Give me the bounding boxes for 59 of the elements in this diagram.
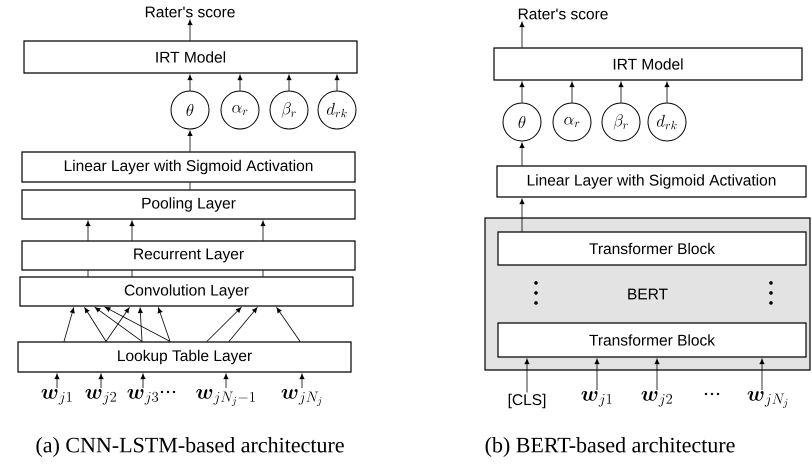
arrow	[94, 307, 142, 342]
layer-box: Linear Layer with Sigmoid Activation	[21, 151, 356, 183]
word-token: $\boldsymbol{w}_{j2}$	[641, 391, 672, 407]
output-label: Rater's score	[518, 8, 608, 20]
arrow	[188, 20, 192, 41]
arrow	[64, 308, 75, 342]
arrow	[760, 358, 764, 390]
arrow	[334, 74, 340, 91]
arrow	[140, 374, 146, 388]
subfigure-caption: (a) CNN-LSTM-based architecture	[36, 437, 344, 457]
arrow	[286, 74, 292, 91]
arrow	[206, 307, 242, 342]
layer-box: Pooling Layer	[21, 189, 356, 220]
arrow	[570, 82, 574, 103]
layer-box: Convolution Layer	[19, 276, 354, 307]
layer-box: Recurrent Layer	[21, 240, 356, 271]
arrow	[158, 308, 170, 342]
arrow	[54, 374, 60, 388]
arrow	[520, 198, 524, 232]
arrow	[260, 220, 266, 241]
word-token: $\boldsymbol{w}_{j1}$	[41, 389, 72, 405]
arrow	[104, 306, 170, 342]
arrow	[524, 358, 530, 393]
arrow	[618, 82, 624, 103]
arrow	[520, 142, 524, 166]
arrow	[188, 130, 192, 152]
arrow	[654, 358, 660, 390]
arrow	[664, 82, 670, 103]
word-token: $\boldsymbol{w}_{jN_j-1}$	[196, 389, 255, 406]
arrow	[594, 358, 600, 390]
word-token: $\boldsymbol{w}_{j3}$	[127, 389, 158, 405]
word-token: $\boldsymbol{w}_{jN_j}$	[282, 389, 322, 406]
arrow	[86, 220, 90, 241]
arrow	[188, 74, 192, 91]
layer-box: IRT Model	[23, 40, 358, 74]
arrow	[106, 307, 130, 342]
arrow	[98, 374, 104, 388]
arrow	[276, 307, 300, 342]
arrow	[520, 82, 524, 103]
arrow	[520, 22, 524, 48]
layer-box: Linear Layer with Sigmoid Activation	[496, 165, 807, 198]
arrow	[238, 74, 242, 91]
layer-box: Transformer Block	[497, 322, 807, 358]
arrow	[84, 307, 106, 342]
arrow	[228, 307, 258, 342]
layer-box: Transformer Block	[497, 231, 807, 266]
word-token: $\boldsymbol{w}_{j2}$	[85, 389, 116, 405]
output-label: Rater's score	[146, 6, 235, 18]
token-label: [CLS]	[508, 394, 546, 408]
layer-box: Lookup Table Layer	[17, 341, 352, 373]
arrow	[224, 374, 228, 388]
arrow	[300, 374, 304, 388]
arrow	[130, 220, 134, 241]
layer-box: IRT Model	[493, 47, 803, 81]
connector-line	[262, 270, 264, 277]
word-token: $\boldsymbol{w}_{j1}$	[581, 391, 612, 407]
subfigure-caption: (b) BERT-based architecture	[486, 437, 735, 457]
arrow	[138, 308, 143, 342]
word-token: $\boldsymbol{w}_{jN_j}$	[748, 391, 788, 408]
